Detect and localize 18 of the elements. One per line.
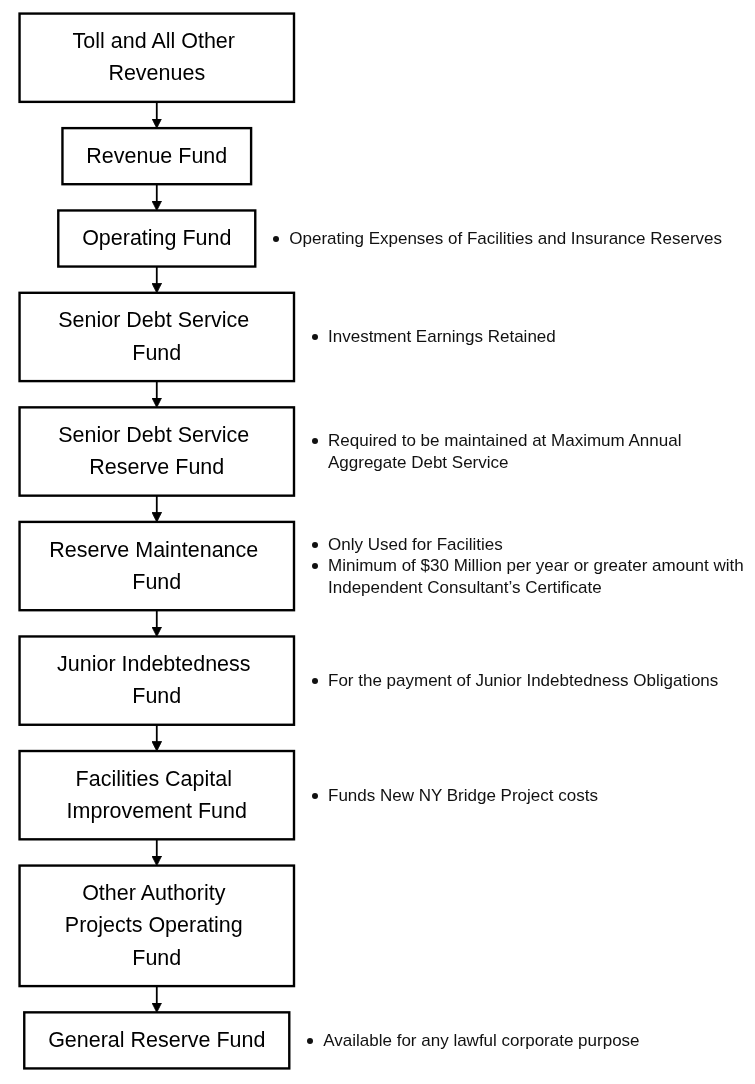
node-box: General Reserve Fund — [23, 1011, 291, 1070]
node-box: Revenue Fund — [61, 126, 253, 186]
note-text: Investment Earnings Retained — [328, 327, 556, 347]
node-box: Senior Debt Service Reserve Fund — [18, 406, 296, 497]
note-text: Available for any lawful corporate purpose — [323, 1030, 640, 1050]
node-box: Facilities Capital Improvement Fund — [18, 749, 296, 841]
node-box: Other Authority Projects Operating Fund — [18, 864, 296, 988]
node-box: Operating Fund — [57, 209, 257, 268]
note-text: Operating Expenses of Facilities and Insurance Reserves — [289, 228, 723, 248]
node-box: Reserve Maintenance Fund — [18, 520, 296, 612]
note-text: Required to be maintained at Maximum Annual Aggregate Debt Service — [328, 431, 682, 472]
node-box: Junior Indebtedness Fund — [18, 635, 296, 726]
note-text: For the payment of Junior Indebtedness Obligations — [328, 671, 719, 690]
note-text: Funds New NY Bridge Project costs — [328, 785, 598, 805]
note-text: Only Used for Facilities — [328, 535, 503, 555]
node-box: Senior Debt Service Fund — [18, 291, 296, 383]
note-text: Minimum of $30 Million per year or greater amount with Independent Consultant’s Certificate — [328, 556, 744, 597]
node-box: Toll and All Other Revenues — [18, 12, 296, 104]
